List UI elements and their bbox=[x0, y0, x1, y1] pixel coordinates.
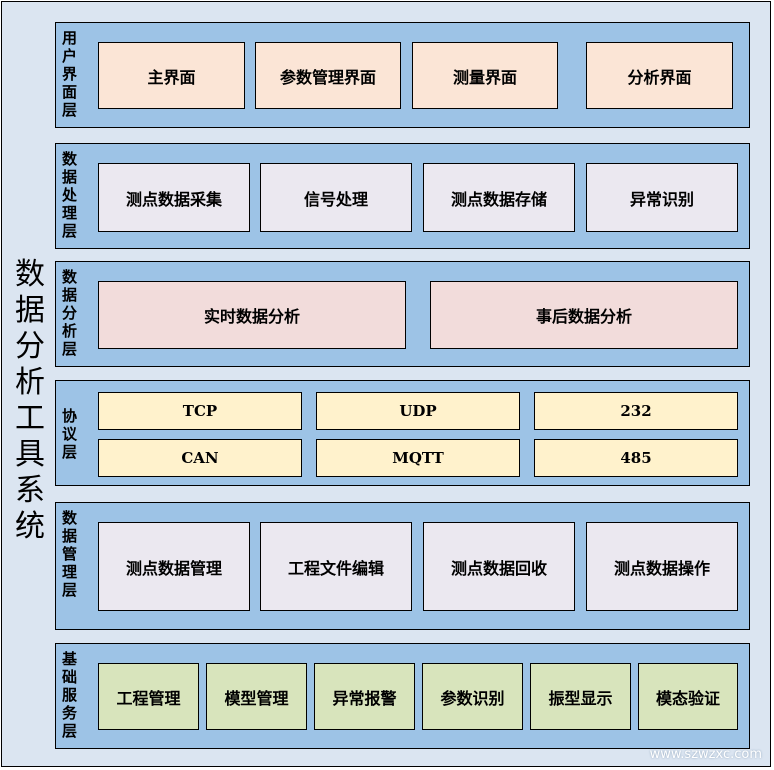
project-management-box: 工程管理 bbox=[98, 663, 199, 730]
layer-label: 协议层 bbox=[62, 407, 78, 461]
watermark: www.szwzxc.com bbox=[649, 747, 762, 762]
model-management-box: 模型管理 bbox=[206, 663, 307, 730]
realtime-data-analysis-box: 实时数据分析 bbox=[98, 281, 406, 349]
mode-shape-display-box: 振型显示 bbox=[530, 663, 631, 730]
layer-label: 数据管理层 bbox=[62, 509, 78, 599]
mqtt-protocol-box: MQTT bbox=[316, 439, 520, 477]
parameter-management-interface-box: 参数管理界面 bbox=[255, 42, 401, 109]
measurement-point-data-acquisition-box: 测点数据采集 bbox=[98, 163, 250, 232]
system-title-char: 析 bbox=[15, 365, 45, 400]
data-analysis-layer: 数据分析层 实时数据分析 事后数据分析 bbox=[55, 261, 750, 367]
system-title-char: 工 bbox=[15, 401, 45, 436]
data-processing-layer: 数据处理层 测点数据采集 信号处理 测点数据存储 异常识别 bbox=[55, 143, 750, 249]
measurement-point-data-management-box: 测点数据管理 bbox=[98, 522, 250, 611]
layer-label: 基础服务层 bbox=[62, 650, 78, 740]
system-title-char: 数 bbox=[15, 257, 45, 292]
rs232-protocol-box: 232 bbox=[534, 392, 738, 430]
system-title-char: 据 bbox=[15, 293, 45, 328]
layer-label: 数据处理层 bbox=[62, 150, 78, 240]
system-title-char: 统 bbox=[15, 509, 45, 544]
post-event-data-analysis-box: 事后数据分析 bbox=[430, 281, 738, 349]
data-management-layer: 数据管理层 测点数据管理 工程文件编辑 测点数据回收 测点数据操作 bbox=[55, 502, 750, 630]
measurement-interface-box: 测量界面 bbox=[412, 42, 558, 109]
main-interface-box: 主界面 bbox=[98, 42, 245, 109]
can-protocol-box: CAN bbox=[98, 439, 302, 477]
anomaly-alarm-box: 异常报警 bbox=[314, 663, 415, 730]
udp-protocol-box: UDP bbox=[316, 392, 520, 430]
measurement-point-data-operation-box: 测点数据操作 bbox=[586, 522, 738, 611]
system-title-char: 系 bbox=[15, 473, 45, 508]
tcp-protocol-box: TCP bbox=[98, 392, 302, 430]
protocol-layer: 协议层 TCP UDP 232 CAN MQTT 485 bbox=[55, 380, 750, 486]
measurement-point-data-storage-box: 测点数据存储 bbox=[423, 163, 575, 232]
signal-processing-box: 信号处理 bbox=[260, 163, 412, 232]
user-interface-layer: 用户界面层 主界面 参数管理界面 测量界面 分析界面 bbox=[55, 22, 750, 128]
measurement-point-data-recovery-box: 测点数据回收 bbox=[423, 522, 575, 611]
parameter-identification-box: 参数识别 bbox=[422, 663, 523, 730]
layer-label: 数据分析层 bbox=[62, 268, 78, 358]
project-file-editing-box: 工程文件编辑 bbox=[260, 522, 412, 611]
anomaly-identification-box: 异常识别 bbox=[586, 163, 738, 232]
layer-label: 用户界面层 bbox=[62, 29, 78, 119]
modal-verification-box: 模态验证 bbox=[638, 663, 738, 730]
analysis-interface-box: 分析界面 bbox=[586, 42, 733, 109]
rs485-protocol-box: 485 bbox=[534, 439, 738, 477]
system-title: 数 据 分 析 工 具 系 统 bbox=[10, 257, 50, 545]
basic-service-layer: 基础服务层 工程管理 模型管理 异常报警 参数识别 振型显示 模态验证 bbox=[55, 643, 750, 749]
system-title-char: 分 bbox=[15, 329, 45, 364]
system-title-char: 具 bbox=[15, 437, 45, 472]
